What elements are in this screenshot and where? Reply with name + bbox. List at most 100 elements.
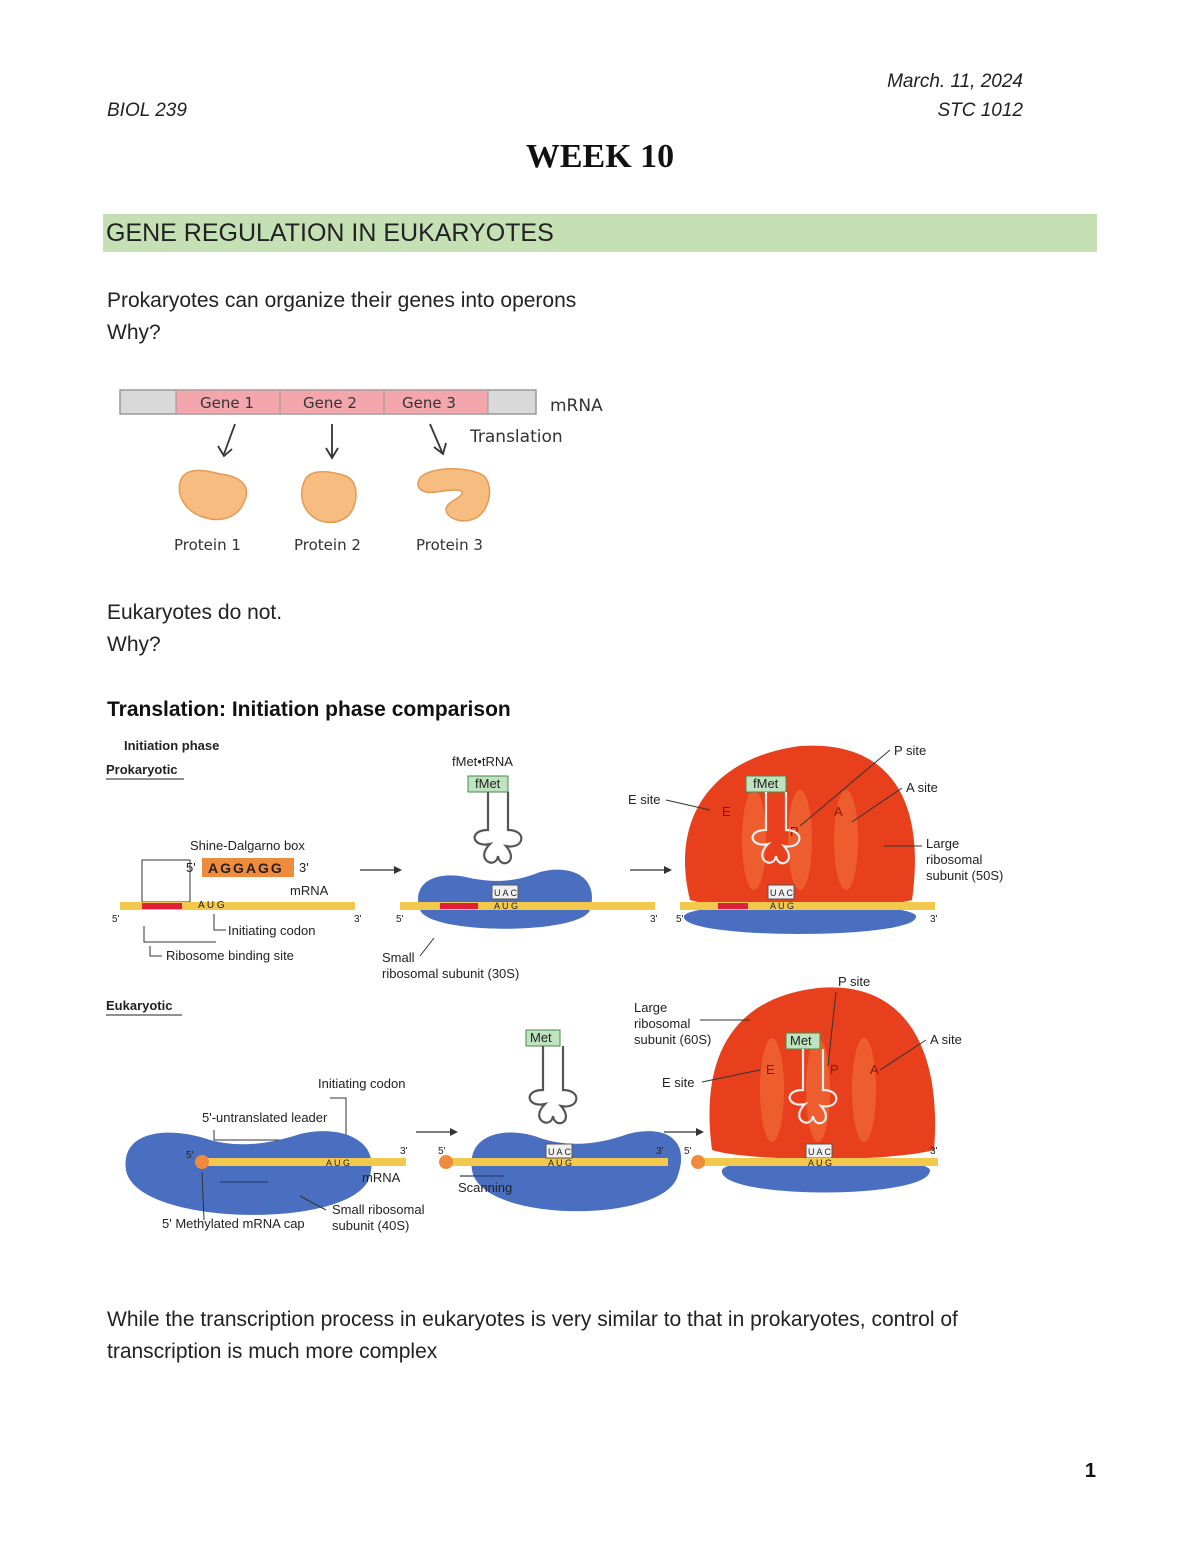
five-prime-e1: 5'	[186, 1150, 194, 1161]
five-prime-p2: 5'	[396, 914, 404, 925]
sd-box	[202, 858, 294, 877]
aug-p1: A U G	[198, 900, 225, 911]
paragraph-transcription: While the transcription process in eukar…	[107, 1304, 958, 1368]
large-50s-2: ribosomal	[926, 852, 982, 867]
arrow-3	[429, 423, 443, 453]
protein-label-2: Protein 2	[294, 536, 361, 554]
sd-five-prime: 5'	[186, 860, 196, 875]
large-60s-2: ribosomal	[634, 1016, 690, 1031]
aug-p2: A U G	[494, 901, 518, 911]
p-site-label-p3: P site	[894, 743, 926, 758]
shine-dalgarno-label: Shine-Dalgarno box	[190, 838, 305, 853]
gene-label-1: Gene 1	[200, 394, 254, 412]
large-60s-3: subunit (60S)	[634, 1032, 711, 1047]
e-site-label-p3: E site	[628, 792, 661, 807]
uac-p2: U A C	[494, 888, 518, 898]
scanning-label: Scanning	[458, 1180, 512, 1195]
fmet-text-p3: fMet	[753, 776, 779, 791]
uac-p3: U A C	[770, 888, 794, 898]
small-30s-line1: Small	[382, 950, 415, 965]
small-subunit-p3	[683, 904, 917, 934]
mrna-strand-e2	[448, 1158, 668, 1166]
protein-label-3: Protein 3	[416, 536, 483, 554]
ribosome-binding-site: Ribosome binding site	[166, 948, 294, 963]
methyl-cap-e2	[439, 1155, 453, 1169]
paragraph-operons: Prokaryotes can organize their genes int…	[107, 285, 576, 349]
initiating-codon-p1: Initiating codon	[228, 923, 315, 938]
sd-three-prime: 3'	[299, 860, 309, 875]
sd-sequence: AGGAGG	[208, 860, 284, 876]
small-subunit-40s	[125, 1131, 372, 1215]
methyl-cap-e1	[195, 1155, 209, 1169]
fmet-text-p2: fMet	[475, 776, 501, 791]
initiation-figure: Initiation phase Prokaryotic Shine-Dalga…	[106, 738, 1003, 1233]
met-text-e3: Met	[790, 1033, 812, 1048]
small-40s-2: subunit (40S)	[332, 1218, 409, 1233]
protein-label-1: Protein 1	[174, 536, 241, 554]
aug-e2: A U G	[548, 1158, 572, 1168]
a-letter-p3: A	[834, 804, 843, 819]
e-letter-p3: E	[722, 804, 731, 819]
methyl-cap-e3	[691, 1155, 705, 1169]
three-prime-p2: 3'	[650, 914, 658, 925]
arrow-1	[223, 423, 236, 455]
a-letter-e3: A	[870, 1062, 879, 1077]
p-letter-e3: P	[830, 1062, 839, 1077]
mrna-strand-e1	[206, 1158, 406, 1166]
three-prime-e2: 3'	[656, 1146, 664, 1157]
header-course: BIOL 239	[107, 100, 187, 121]
a-site-label-e3: A site	[930, 1032, 962, 1047]
prokaryotic-label: Prokaryotic	[106, 762, 178, 777]
three-prime-p1: 3'	[354, 914, 362, 925]
five-prime-e2: 5'	[438, 1146, 446, 1157]
eukaryotic-label: Eukaryotic	[106, 998, 172, 1013]
uac-e3: U A C	[808, 1147, 832, 1157]
section-banner: GENE REGULATION IN EUKARYOTES	[103, 214, 1097, 252]
protein-shape-3	[417, 468, 491, 522]
small-40s-1: Small ribosomal	[332, 1202, 425, 1217]
three-prime-e1: 3'	[400, 1146, 408, 1157]
page-title: WEEK 10	[525, 138, 675, 175]
large-60s-1: Large	[634, 1000, 667, 1015]
small-subunit-e2	[471, 1131, 682, 1212]
mrna-strand-p3	[680, 902, 935, 910]
paragraph-transcription-line1: While the transcription process in eukar…	[107, 1308, 958, 1331]
operon-figure: Gene 1 Gene 2 Gene 3 mRNA Translation Pr…	[119, 389, 603, 554]
gene-label-2: Gene 2	[303, 394, 357, 412]
five-prime-p3: 5'	[676, 914, 684, 925]
utr-leader-label: 5'-untranslated leader	[202, 1110, 328, 1125]
paragraph-eukaryotes: Eukaryotes do not. Why?	[107, 597, 282, 661]
three-prime-p3: 3'	[930, 914, 938, 925]
protein-shape-2	[301, 471, 357, 524]
small-30s-line2: ribosomal subunit (30S)	[382, 966, 519, 981]
mrna-strand-p2	[400, 902, 655, 910]
mrna-label-e1: mRNA	[362, 1170, 401, 1185]
e-site-label-e3: E site	[662, 1075, 695, 1090]
aug-e1: A U G	[326, 1158, 350, 1168]
paragraph-operons-text: Prokaryotes can organize their genes int…	[107, 289, 577, 312]
paragraph-transcription-line2: transcription is much more complex	[107, 1340, 438, 1363]
paragraph-eukaryotes-why: Why?	[107, 633, 161, 656]
protein-shape-1	[178, 469, 248, 521]
translation-label: Translation	[469, 427, 563, 447]
large-50s-3: subunit (50S)	[926, 868, 1003, 883]
e-letter-e3: E	[766, 1062, 775, 1077]
gene-box-1	[175, 389, 281, 415]
aug-p3: A U G	[770, 901, 794, 911]
paragraph-operons-why: Why?	[107, 321, 161, 344]
header-date: March. 11, 2024	[887, 71, 1023, 92]
fmet-trna-label: fMet•tRNA	[452, 754, 513, 769]
gene-label-3: Gene 3	[402, 394, 456, 412]
mrna-label-p1: mRNA	[290, 883, 329, 898]
five-prime-p1: 5'	[112, 914, 120, 925]
small-subunit-e3	[721, 1158, 931, 1193]
gene-box-2	[279, 389, 385, 415]
header-room: STC 1012	[937, 100, 1023, 121]
met-text-e2: Met	[530, 1030, 552, 1045]
mrna-label: mRNA	[550, 396, 603, 416]
rbs-red-p1	[142, 903, 182, 909]
section-title: GENE REGULATION IN EUKARYOTES	[106, 219, 554, 247]
five-prime-e3: 5'	[684, 1146, 692, 1157]
methyl-cap-label: 5' Methylated mRNA cap	[162, 1216, 305, 1231]
mrna-strand-e3	[700, 1158, 938, 1166]
